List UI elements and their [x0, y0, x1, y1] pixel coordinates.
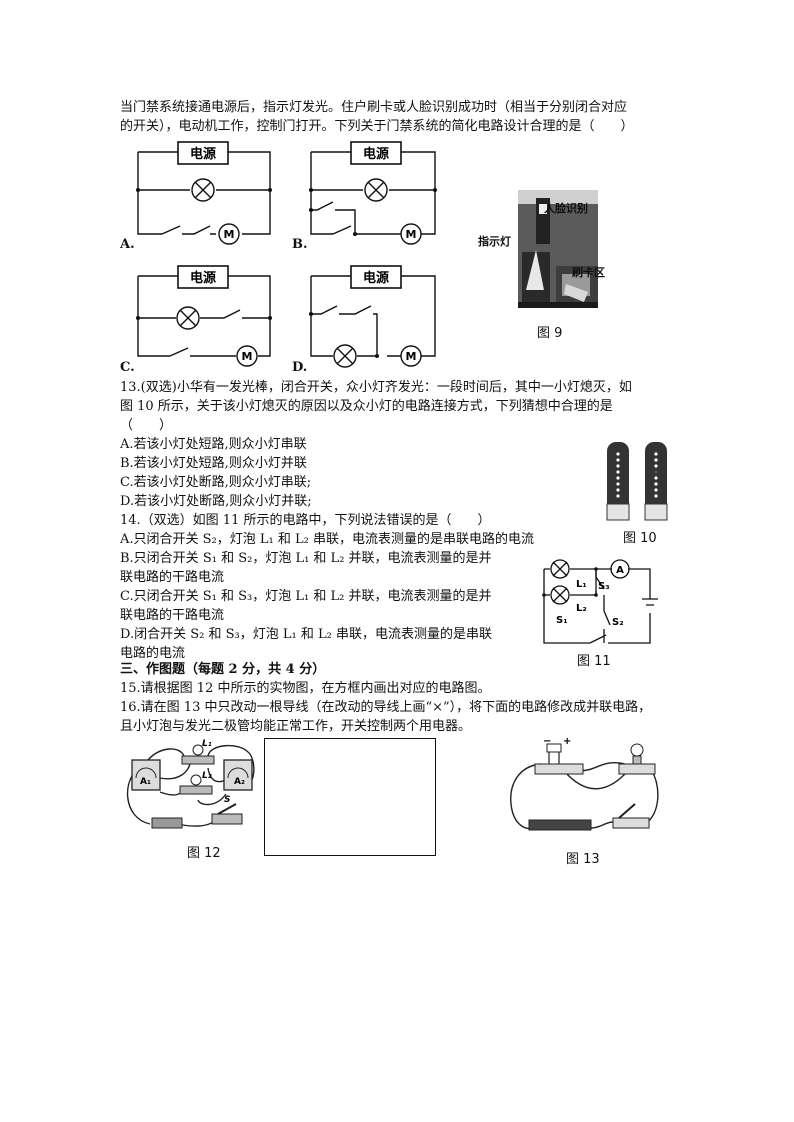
fig11-caption: 图 11	[577, 654, 611, 669]
q12-stem-line2: 的开关），电动机工作，控制门打开。下列关于门禁系统的简化电路设计合理的是（ ）	[120, 119, 634, 134]
circuit-option-b: 电源 M	[309, 141, 437, 245]
power-label: 电源	[190, 146, 216, 162]
fig9-card-label: 刷卡区	[572, 265, 605, 279]
q13-answer-blank: （ ）	[120, 418, 173, 433]
fig13-plus: +	[563, 736, 571, 747]
q13-stem-line2: 图 10 所示，关于该小灯熄灭的原因以及众小灯的电路连接方式，下列猜想中合理的是	[120, 399, 613, 414]
fig12-caption: 图 12	[187, 846, 221, 861]
fig11-S2: S₂	[612, 617, 624, 628]
figure-11-circuit: A L₁ L₂ S₃ S₁ S₂	[542, 559, 658, 644]
motor-symbol: M	[242, 350, 253, 363]
q14-option-b: B.只闭合开关 S₁ 和 S₂，灯泡 L₁ 和 L₂ 并联，电流表测量的是并	[120, 551, 492, 566]
ammeter-symbol: A	[616, 565, 624, 576]
q14-stem: 14.（双选）如图 11 所示的电路中，下列说法错误的是（ ）	[120, 513, 491, 528]
figure-9-photo: 人脸识别 指示灯 刷卡区	[478, 190, 605, 308]
motor-symbol: M	[406, 350, 417, 363]
fig11-L2: L₂	[576, 603, 587, 614]
motor-symbol: M	[406, 228, 417, 241]
q14-option-a: A.只闭合开关 S₂，灯泡 L₁ 和 L₂ 串联，电流表测量的是串联电路的电流	[120, 532, 534, 547]
q13-option-a: A.若该小灯处短路,则众小灯串联	[120, 437, 307, 452]
q14-option-d-cont: 电路的电流	[120, 646, 186, 661]
fig11-S3: S₃	[598, 581, 610, 592]
circuit-option-d: 电源 M	[309, 265, 436, 368]
fig12-A1: A₁	[140, 777, 151, 787]
option-a-label: A.	[120, 237, 135, 252]
q13-option-b: B.若该小灯处短路,则众小灯并联	[120, 456, 307, 471]
answer-drawing-box[interactable]	[264, 738, 436, 856]
power-label: 电源	[363, 146, 389, 162]
q14-option-c-cont: 联电路的干路电流	[120, 608, 225, 623]
fig12-L1: L₁	[202, 739, 212, 749]
circuit-option-c: 电源 M	[136, 265, 272, 367]
fig9-face-label: 人脸识别	[544, 201, 588, 215]
q16-stem-line2: 且小灯泡与发光二极管均能正常工作，开关控制两个用电器。	[120, 719, 472, 734]
section3-heading: 三、作图题（每题 2 分，共 4 分）	[120, 662, 326, 677]
option-b-label: B.	[292, 237, 308, 252]
option-c-label: C.	[120, 360, 135, 375]
fig12-S: S	[224, 795, 230, 805]
figure-13-physical-circuit: − +	[510, 736, 659, 831]
q12-stem-line1: 当门禁系统接通电源后，指示灯发光。住户刷卡或人脸识别成功时（相当于分别闭合对应	[120, 100, 628, 115]
figure-10-light-sticks	[606, 442, 668, 521]
q13-stem-line1: 13.(双选)小华有一发光棒，闭合开关，众小灯齐发光：一段时间后，其中一小灯熄灭…	[120, 380, 632, 395]
fig11-S1: S₁	[556, 615, 568, 626]
q14-option-b-cont: 联电路的干路电流	[120, 570, 225, 585]
fig13-minus: −	[543, 736, 551, 747]
fig13-caption: 图 13	[566, 852, 600, 867]
q14-option-d: D.闭合开关 S₂ 和 S₃，灯泡 L₁ 和 L₂ 串联，电流表测量的是串联	[120, 627, 492, 642]
power-label: 电源	[363, 270, 389, 286]
figure-12-physical-circuit: A₁ A₂ L₁ L₂ S	[126, 739, 255, 829]
fig9-caption: 图 9	[537, 326, 563, 341]
q16-stem-line1: 16.请在图 13 中只改动一根导线（在改动的导线上画“×”），将下面的电路修改…	[120, 700, 652, 715]
fig12-L2: L₂	[202, 771, 212, 781]
fig12-A2: A₂	[234, 777, 245, 787]
power-label: 电源	[190, 270, 216, 286]
q14-option-c: C.只闭合开关 S₁ 和 S₃，灯泡 L₁ 和 L₂ 并联，电流表测量的是并	[120, 589, 492, 604]
motor-symbol: M	[224, 228, 235, 241]
q13-option-c: C.若该小灯处断路,则众小灯串联;	[120, 475, 312, 490]
q13-option-d: D.若该小灯处断路,则众小灯并联;	[120, 494, 312, 509]
fig9-lamp-label: 指示灯	[478, 234, 511, 248]
q15-stem: 15.请根据图 12 中所示的实物图，在方框内画出对应的电路图。	[120, 681, 491, 696]
circuit-option-a: 电源 M	[136, 141, 272, 245]
fig10-caption: 图 10	[623, 531, 657, 546]
fig11-L1: L₁	[576, 579, 587, 590]
option-d-label: D.	[292, 360, 308, 375]
